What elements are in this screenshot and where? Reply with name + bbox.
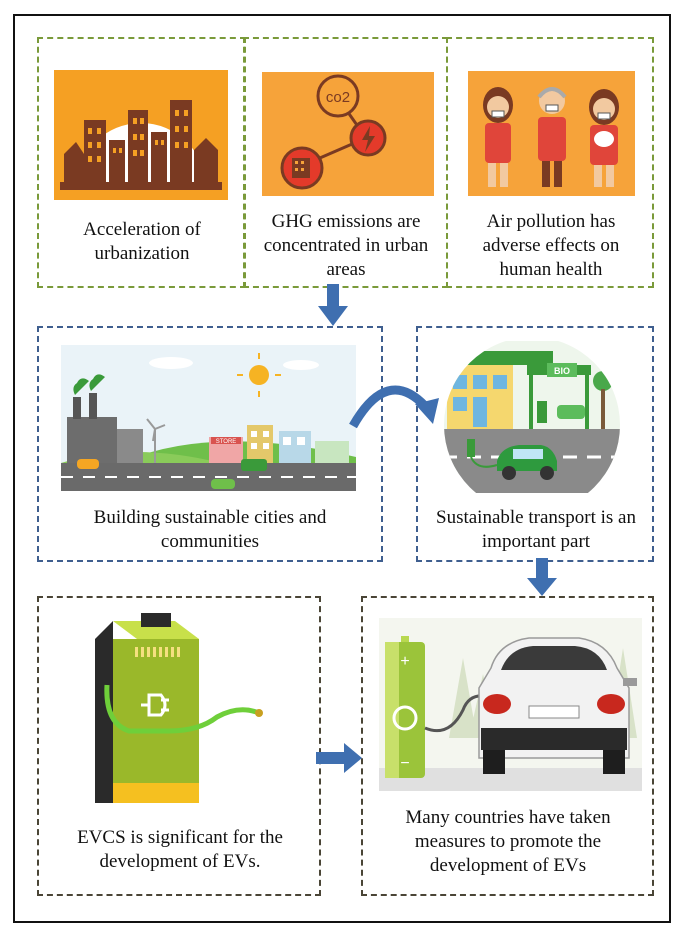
recycle-icon bbox=[392, 705, 418, 731]
battery-icon: + − bbox=[385, 636, 425, 778]
sustainable-city-image: STORE bbox=[61, 345, 356, 495]
svg-text:−: − bbox=[400, 755, 409, 772]
wind-turbine bbox=[146, 418, 166, 463]
white-car bbox=[478, 637, 637, 774]
caption-sustainable-transport: Sustainable transport is an important pa… bbox=[436, 507, 636, 552]
woman-figure bbox=[483, 87, 513, 187]
green-transport-image: BIO bbox=[443, 341, 621, 493]
box-sustainable-transport bbox=[416, 326, 654, 562]
co2-emissions-image: co2 bbox=[262, 72, 434, 196]
electric-car-image: + − bbox=[379, 618, 642, 791]
caption-evcs: EVCS is significant for the development … bbox=[77, 827, 283, 872]
arrow-right bbox=[316, 743, 362, 773]
bio-sign: BIO bbox=[554, 366, 570, 376]
factory bbox=[67, 374, 143, 463]
caption-sustainable-cities: Building sustainable cities and communit… bbox=[93, 507, 327, 552]
box-sustainable-cities bbox=[37, 326, 383, 562]
mother-child-figure bbox=[589, 89, 619, 187]
box-air-pollution bbox=[446, 37, 654, 288]
caption-air-pollution: Air pollution has adverse effects on hum… bbox=[482, 211, 620, 280]
charging-station-image bbox=[89, 613, 265, 806]
arrow-down-2 bbox=[527, 558, 557, 596]
plug-icon bbox=[141, 693, 169, 717]
curved-arrow bbox=[349, 385, 439, 429]
caption-urbanization: Acceleration of urbanization bbox=[83, 219, 201, 264]
caption-ev-measures: Many countries have taken measures to pr… bbox=[405, 807, 611, 876]
store-sign: STORE bbox=[216, 439, 237, 445]
outer-frame bbox=[13, 14, 671, 923]
city-skyline-image bbox=[54, 70, 228, 200]
charger-body bbox=[113, 639, 199, 803]
sun-icon bbox=[249, 365, 269, 385]
arrow-down-1 bbox=[318, 284, 348, 326]
charger-icon bbox=[467, 439, 475, 457]
city-cars bbox=[77, 459, 267, 489]
people-pollution-image bbox=[468, 71, 635, 196]
box-urbanization bbox=[37, 37, 246, 288]
caption-ghg-emissions: GHG emissions are concentrated in urban … bbox=[263, 211, 429, 280]
old-man-figure bbox=[537, 87, 567, 187]
box-ev-measures bbox=[361, 596, 654, 896]
box-evcs bbox=[37, 596, 321, 896]
svg-text:+: + bbox=[400, 653, 409, 670]
co2-text: co2 bbox=[326, 89, 350, 106]
